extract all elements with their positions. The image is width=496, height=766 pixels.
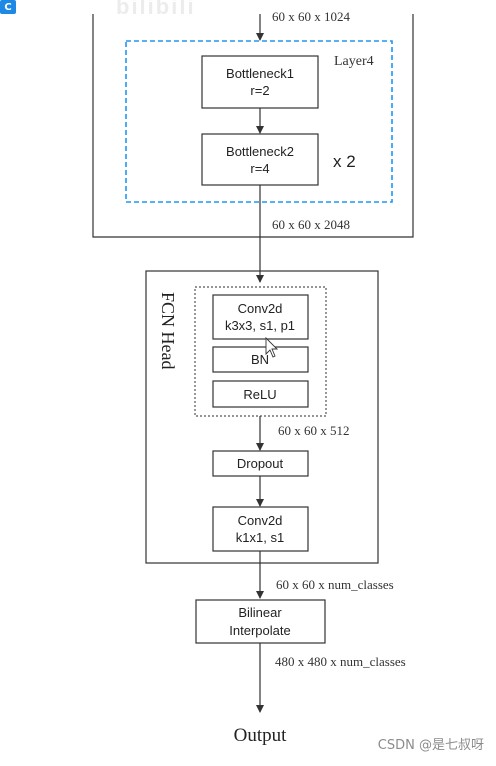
bn-label: BN — [251, 352, 269, 367]
top-shape-label: 60 x 60 x 1024 — [272, 9, 351, 24]
conv2d-1x1-name: Conv2d — [238, 513, 283, 528]
mouse-cursor-icon — [265, 336, 279, 358]
output-label: Output — [234, 725, 288, 746]
bilinear-name: Bilinear — [238, 605, 282, 620]
bilibili-watermark: bilibili — [116, 0, 196, 18]
csdn-credit: CSDN @是七叔呀 — [377, 738, 484, 753]
conv2d-1x1-param: k1x1, s1 — [236, 530, 284, 545]
upsample-out-shape: 480 x 480 x num_classes — [275, 654, 406, 669]
backbone-out-shape: 60 x 60 x 2048 — [272, 217, 350, 232]
bn-block — [212, 346, 309, 373]
bottleneck2-name: Bottleneck2 — [226, 144, 294, 159]
site-logo-icon: C — [0, 0, 16, 14]
conv2d-3x3-block — [212, 294, 309, 340]
layer4-box — [125, 40, 393, 203]
conv2d-1x1-block — [212, 506, 309, 552]
dropout-label: Dropout — [237, 456, 284, 471]
bottleneck1-block — [201, 55, 319, 109]
bottleneck1-param: r=2 — [250, 83, 269, 98]
layer4-title: Layer4 — [334, 54, 374, 69]
relu-block — [212, 380, 309, 408]
dropout-block — [212, 450, 309, 477]
block-out-shape: 60 x 60 x 512 — [278, 423, 350, 438]
conv2d-3x3-param: k3x3, s1, p1 — [225, 318, 295, 333]
bilinear-name2: Interpolate — [229, 623, 290, 638]
head-out-shape: 60 x 60 x num_classes — [276, 577, 394, 592]
bottleneck1-name: Bottleneck1 — [226, 66, 294, 81]
relu-label: ReLU — [243, 387, 276, 402]
fcn-head-box — [145, 270, 379, 564]
repeat-label: x 2 — [333, 152, 356, 171]
conv2d-3x3-name: Conv2d — [238, 301, 283, 316]
backbone-box — [92, 14, 414, 238]
bilinear-interpolate-block — [195, 599, 326, 644]
bottleneck2-block — [201, 133, 319, 186]
fcn-head-title: FCN Head — [158, 292, 178, 370]
bottleneck2-param: r=4 — [250, 161, 269, 176]
